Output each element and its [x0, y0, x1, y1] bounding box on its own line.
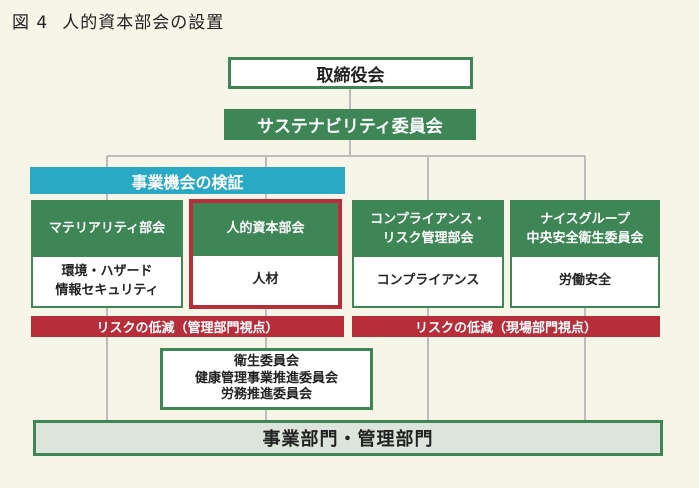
risk-reduction-management-label: リスクの低減（管理部門視点） [96, 321, 279, 336]
figure-number: 図 4 [12, 13, 49, 33]
risk-reduction-management-bar: リスクの低減（管理部門視点） [31, 316, 344, 337]
materiality-committee-title: マテリアリティ部会 [33, 202, 181, 257]
risk-reduction-field-label: リスクの低減（現場部門視点） [414, 321, 597, 336]
business-opportunity-label: 事業機会の検証 [131, 172, 244, 192]
risk-reduction-field-bar: リスクの低減（現場部門視点） [352, 316, 660, 337]
business-opportunity-box: 事業機会の検証 [30, 167, 345, 194]
human-capital-committee-title: 人的資本部会 [193, 203, 338, 256]
figure-title: 図 4 人的資本部会の設置 [12, 8, 224, 33]
business-admin-divisions-box: 事業部門・管理部門 [33, 420, 663, 456]
compliance-committee-title: コンプライアンス・ リスク管理部会 [354, 202, 502, 257]
business-admin-divisions-label: 事業部門・管理部門 [262, 429, 434, 450]
human-capital-committee-scope: 人材 [252, 272, 279, 288]
figure-title-text: 人的資本部会の設置 [62, 13, 225, 33]
safety-committee-box: ナイスグループ 中央安全衛生委員会 労働安全 [510, 200, 660, 308]
materiality-committee-scope: 環境・ハザード 情報セキュリティ [55, 263, 159, 298]
safety-committee-title: ナイスグループ 中央安全衛生委員会 [512, 202, 658, 257]
sustainability-committee-box: サステナビリティ委員会 [224, 109, 476, 140]
sub-committees-box: 衛生委員会 健康管理事業推進委員会 労務推進委員会 [160, 348, 373, 410]
human-capital-committee-box: 人的資本部会 人材 [189, 199, 342, 309]
sub-committees-label: 衛生委員会 健康管理事業推進委員会 労務推進委員会 [194, 353, 338, 403]
compliance-committee-box: コンプライアンス・ リスク管理部会 コンプライアンス [352, 200, 504, 308]
materiality-committee-box: マテリアリティ部会 環境・ハザード 情報セキュリティ [31, 200, 183, 308]
board-label: 取締役会 [316, 65, 385, 86]
board-box: 取締役会 [228, 57, 473, 89]
sustainability-committee-label: サステナビリティ委員会 [257, 117, 443, 137]
safety-committee-scope: 労働安全 [558, 273, 611, 289]
compliance-committee-scope: コンプライアンス [376, 273, 480, 289]
